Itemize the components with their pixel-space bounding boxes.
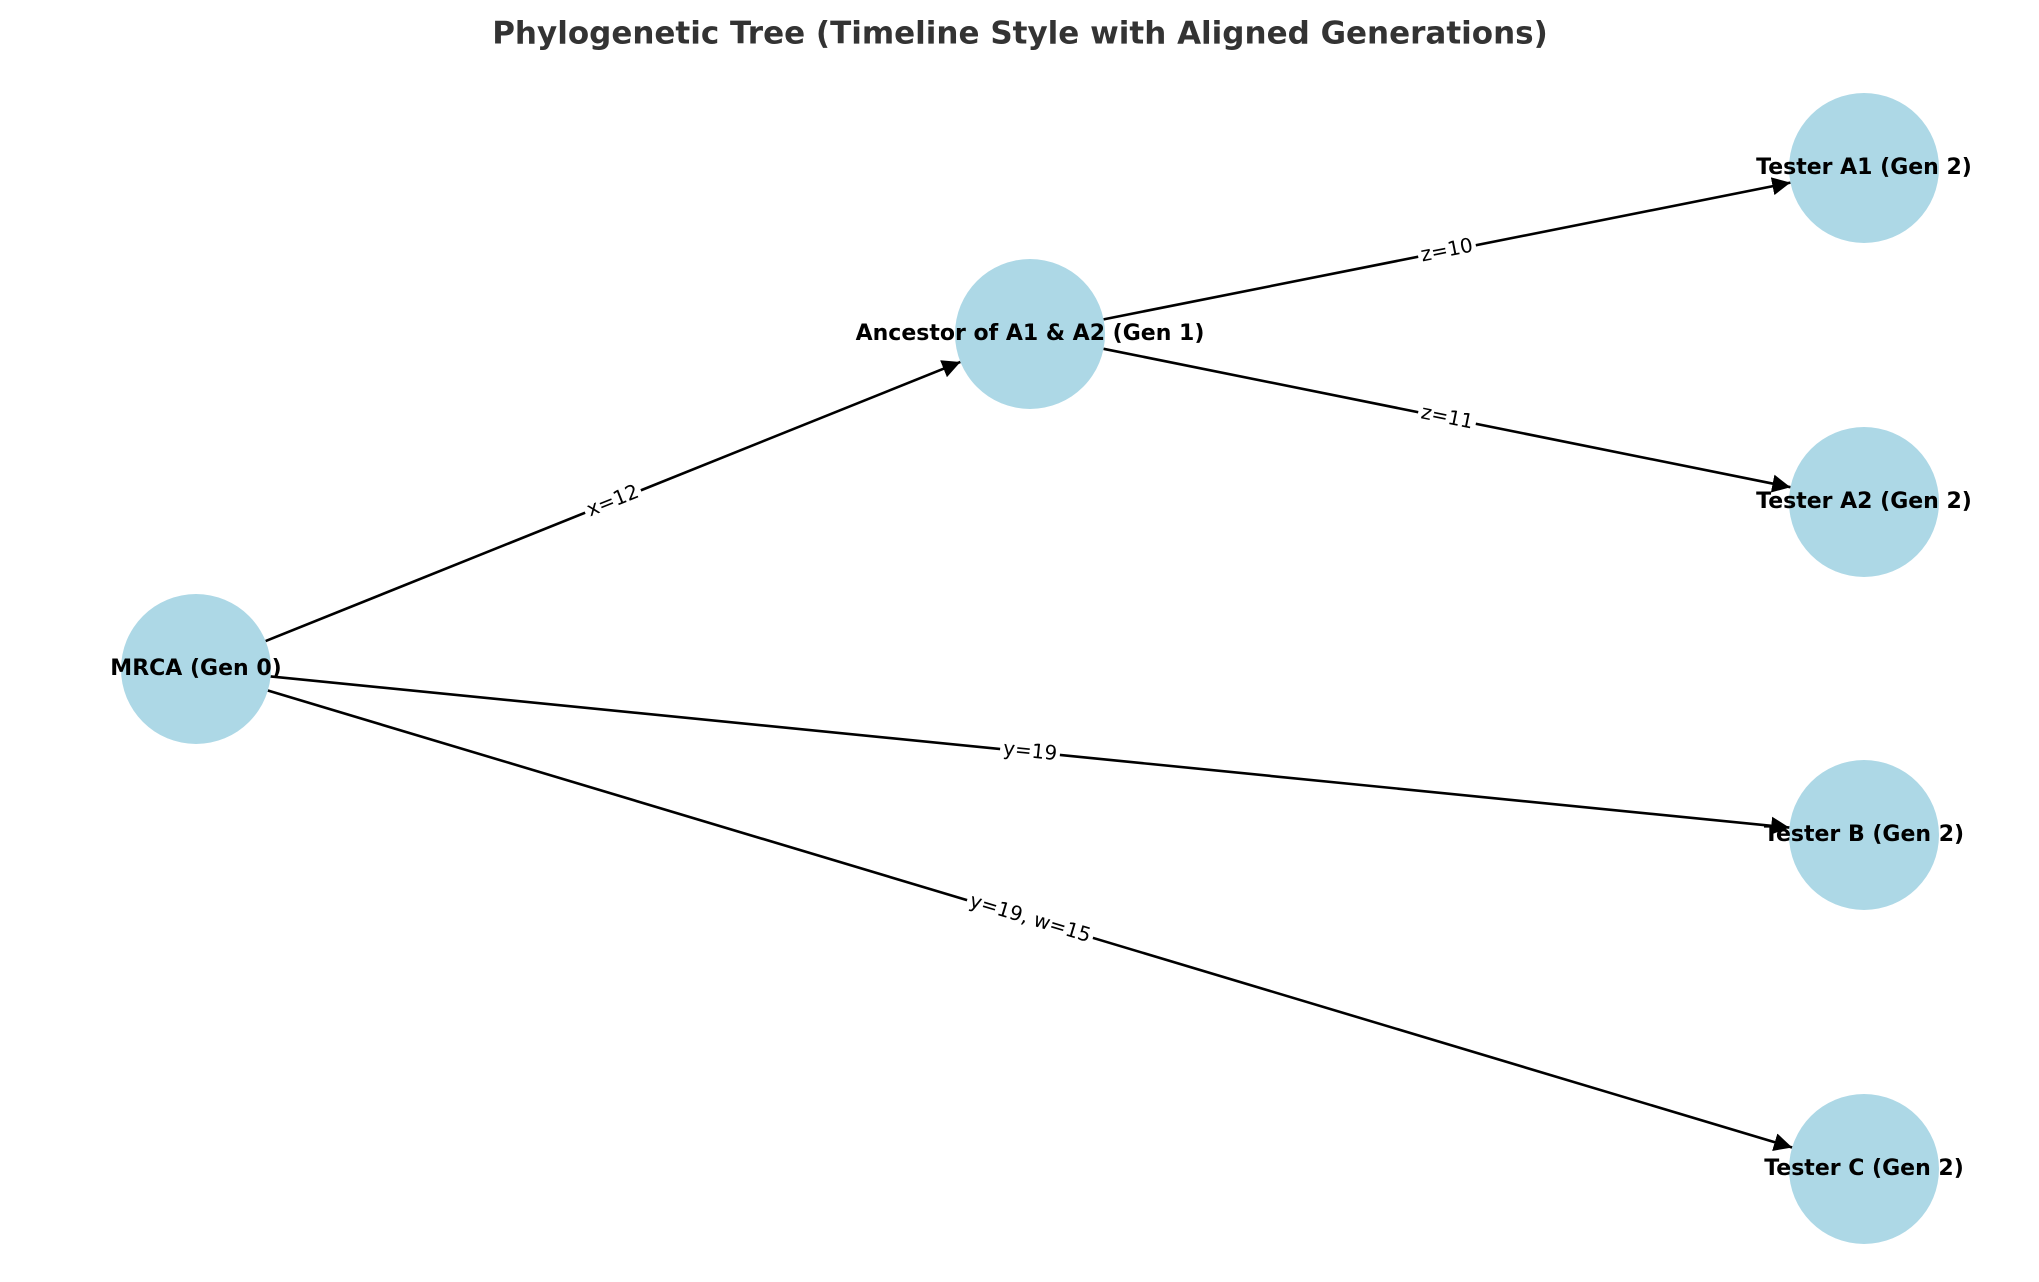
edge-label-group: x=12 — [579, 476, 646, 524]
node-label: Tester A1 (Gen 2) — [1756, 155, 1972, 180]
edge-label-background — [1415, 397, 1479, 436]
edge-label: x=12 — [583, 479, 642, 521]
edge-label-group: z=10 — [1415, 231, 1479, 269]
node-mrca: MRCA (Gen 0) — [110, 594, 282, 744]
edge-label-background — [1415, 231, 1479, 269]
node-circle — [1789, 760, 1939, 910]
edge-label-group: y=19, w=15 — [963, 886, 1098, 949]
node-label: Tester C (Gen 2) — [1764, 1156, 1964, 1181]
node-label: Ancestor of A1 & A2 (Gen 1) — [856, 321, 1205, 346]
edge-label: y=19 — [1002, 736, 1058, 765]
edge-label-group: y=19 — [998, 734, 1062, 767]
node-circle — [121, 594, 271, 744]
edge-label-background — [579, 476, 646, 524]
node-label: Tester B (Gen 2) — [1764, 822, 1964, 847]
edge-label: z=11 — [1419, 400, 1475, 434]
node-anc: Ancestor of A1 & A2 (Gen 1) — [856, 259, 1205, 409]
edge-label-background — [998, 734, 1062, 767]
node-circle — [955, 259, 1105, 409]
node-circle — [1789, 1094, 1939, 1244]
edge-label-background — [963, 886, 1098, 949]
node-circle — [1789, 93, 1939, 243]
node-circle — [1789, 427, 1939, 577]
edge-label: z=10 — [1419, 233, 1475, 267]
node-a2: Tester A2 (Gen 2) — [1756, 427, 1972, 577]
node-label: Tester A2 (Gen 2) — [1756, 489, 1972, 514]
node-label: MRCA (Gen 0) — [110, 656, 281, 681]
node-b: Tester B (Gen 2) — [1764, 760, 1964, 910]
edge-label-group: z=11 — [1415, 397, 1479, 436]
diagram-title: Phylogenetic Tree (Timeline Style with A… — [492, 16, 1548, 52]
node-c: Tester C (Gen 2) — [1764, 1094, 1964, 1244]
node-a1: Tester A1 (Gen 2) — [1756, 93, 1972, 243]
edge-labels-layer: x=12 z=10 z=11 y=19 y=19, w=15 — [579, 231, 1479, 949]
nodes-layer: MRCA (Gen 0) Ancestor of A1 & A2 (Gen 1) T… — [110, 93, 1972, 1244]
